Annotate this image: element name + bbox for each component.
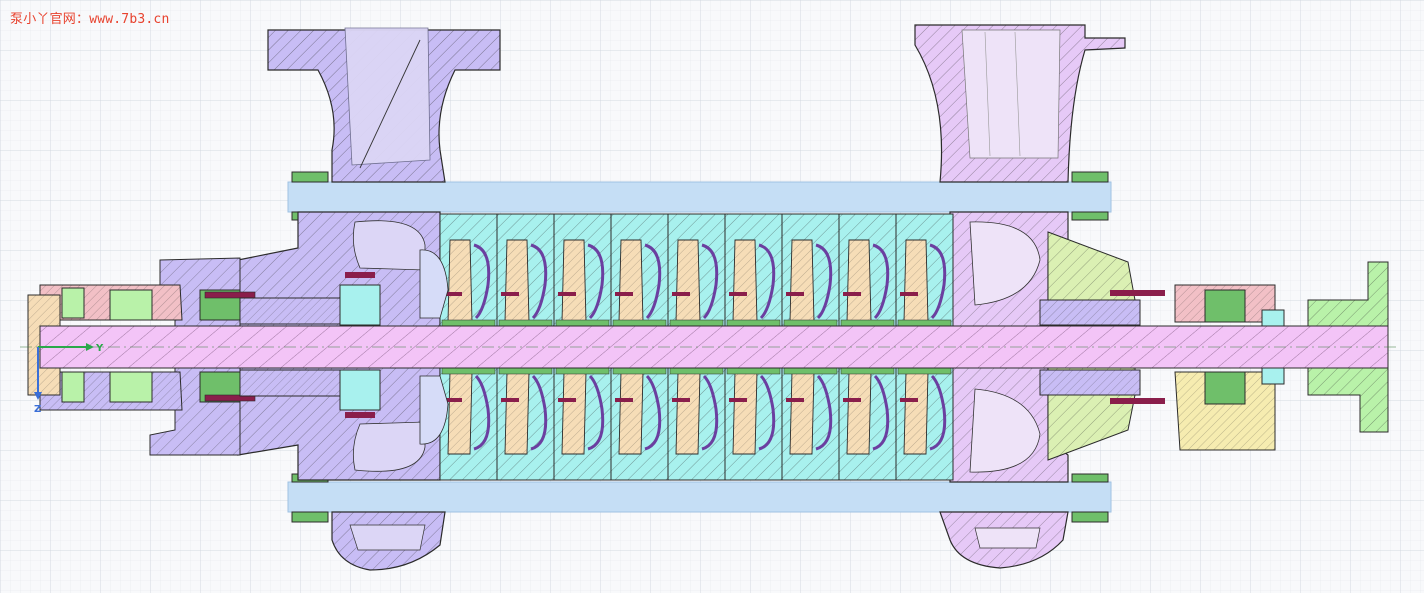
tie-rod-nut	[1071, 511, 1109, 523]
left-stud	[204, 291, 256, 299]
suction-chamber-upper	[352, 220, 426, 271]
return-vane-upper	[701, 243, 719, 320]
first-stage-eye-lower	[419, 375, 449, 445]
return-vane-upper	[815, 243, 833, 320]
shaft-sleeve-upper	[897, 319, 952, 327]
left-bearing-ring	[109, 371, 153, 403]
left-lock-nut	[61, 371, 85, 403]
shaft-sleeve-upper	[840, 319, 895, 327]
wear-ring-upper	[786, 292, 804, 296]
wear-ring-upper	[843, 292, 861, 296]
discharge-volute-upper	[969, 221, 1041, 306]
wear-ring-lower	[558, 398, 576, 402]
return-vane-lower	[929, 374, 947, 451]
axis-triad: Y Z	[34, 343, 104, 415]
return-vane-upper	[530, 243, 548, 320]
gland-lower	[339, 369, 381, 411]
shaft-sleeve-upper	[669, 319, 724, 327]
wear-ring-lower	[615, 398, 633, 402]
return-vane-upper	[587, 243, 605, 320]
suction-chamber-lower	[352, 421, 426, 472]
right-bearing-ring	[1204, 289, 1246, 323]
right-bearing-ring	[1204, 371, 1246, 405]
wear-ring-lower	[729, 398, 747, 402]
right-stud	[1110, 398, 1165, 404]
shaft-sleeve-lower	[498, 367, 553, 375]
first-stage-eye-upper	[419, 249, 449, 319]
suction-casing	[237, 27, 501, 571]
return-vane-upper	[872, 243, 890, 320]
wear-ring-upper	[900, 292, 918, 296]
watermark-text: 泵小丫官网：www.7b3.cn	[10, 12, 170, 27]
wear-ring-lower	[786, 398, 804, 402]
wear-ring-lower	[672, 398, 690, 402]
pump-stages	[419, 213, 954, 481]
left-stud	[204, 394, 256, 402]
right-cap	[1261, 367, 1285, 385]
tie-rod-top	[287, 181, 1112, 213]
return-vane-lower	[644, 374, 662, 451]
wear-ring-upper	[672, 292, 690, 296]
wear-ring-lower	[843, 398, 861, 402]
return-vane-lower	[701, 374, 719, 451]
shaft-sleeve-lower	[555, 367, 610, 375]
discharge-nozzle-bore	[961, 29, 1061, 159]
shaft-sleeve-lower	[669, 367, 724, 375]
shaft	[20, 325, 1400, 369]
tie-rod-nut	[291, 171, 329, 183]
wear-ring-upper	[558, 292, 576, 296]
shaft-sleeve-upper	[783, 319, 838, 327]
shaft-sleeve-upper	[441, 319, 496, 327]
shaft-sleeve-lower	[441, 367, 496, 375]
axis-label-y: Y	[95, 343, 104, 354]
wear-ring-upper	[444, 292, 462, 296]
suction-nozzle-bore	[344, 27, 431, 166]
gland-stud	[345, 412, 375, 418]
return-vane-lower	[530, 374, 548, 451]
wear-ring-upper	[729, 292, 747, 296]
right-bearing-assembly	[1039, 231, 1285, 461]
left-seal-chamber	[239, 272, 381, 418]
wear-ring-lower	[444, 398, 462, 402]
return-vane-upper	[929, 243, 947, 320]
return-vane-upper	[473, 243, 491, 320]
shaft-sleeve-lower	[783, 367, 838, 375]
wear-ring-upper	[501, 292, 519, 296]
shaft-sleeve-lower	[840, 367, 895, 375]
shaft-sleeve-upper	[726, 319, 781, 327]
shaft-sleeve-lower	[726, 367, 781, 375]
tie-rod-nut	[291, 511, 329, 523]
tie-rod-bottom	[287, 481, 1112, 513]
return-vane-lower	[758, 374, 776, 451]
return-vane-lower	[473, 374, 491, 451]
axis-label-z: Z	[34, 404, 41, 415]
left-bearing-ring	[109, 289, 153, 321]
right-stud	[1110, 290, 1165, 296]
tie-rod-nut	[1071, 211, 1109, 221]
shaft-sleeve-upper	[555, 319, 610, 327]
gland-upper	[339, 284, 381, 326]
tie-rod-nut	[1071, 171, 1109, 183]
gland-stud	[345, 272, 375, 278]
shaft-sleeve-upper	[498, 319, 553, 327]
return-vane-lower	[872, 374, 890, 451]
wear-ring-lower	[900, 398, 918, 402]
tie-rod-nut	[1071, 473, 1109, 483]
shaft-sleeve-lower	[897, 367, 952, 375]
shaft-sleeve-lower	[612, 367, 667, 375]
shaft-sleeve-upper	[612, 319, 667, 327]
coupling	[1307, 261, 1389, 433]
wear-ring-upper	[615, 292, 633, 296]
discharge-volute-lower	[969, 388, 1041, 473]
right-cap	[1261, 309, 1285, 327]
wear-ring-lower	[501, 398, 519, 402]
return-vane-lower	[815, 374, 833, 451]
return-vane-upper	[758, 243, 776, 320]
return-vane-upper	[644, 243, 662, 320]
return-vane-lower	[587, 374, 605, 451]
left-lock-nut	[61, 287, 85, 319]
